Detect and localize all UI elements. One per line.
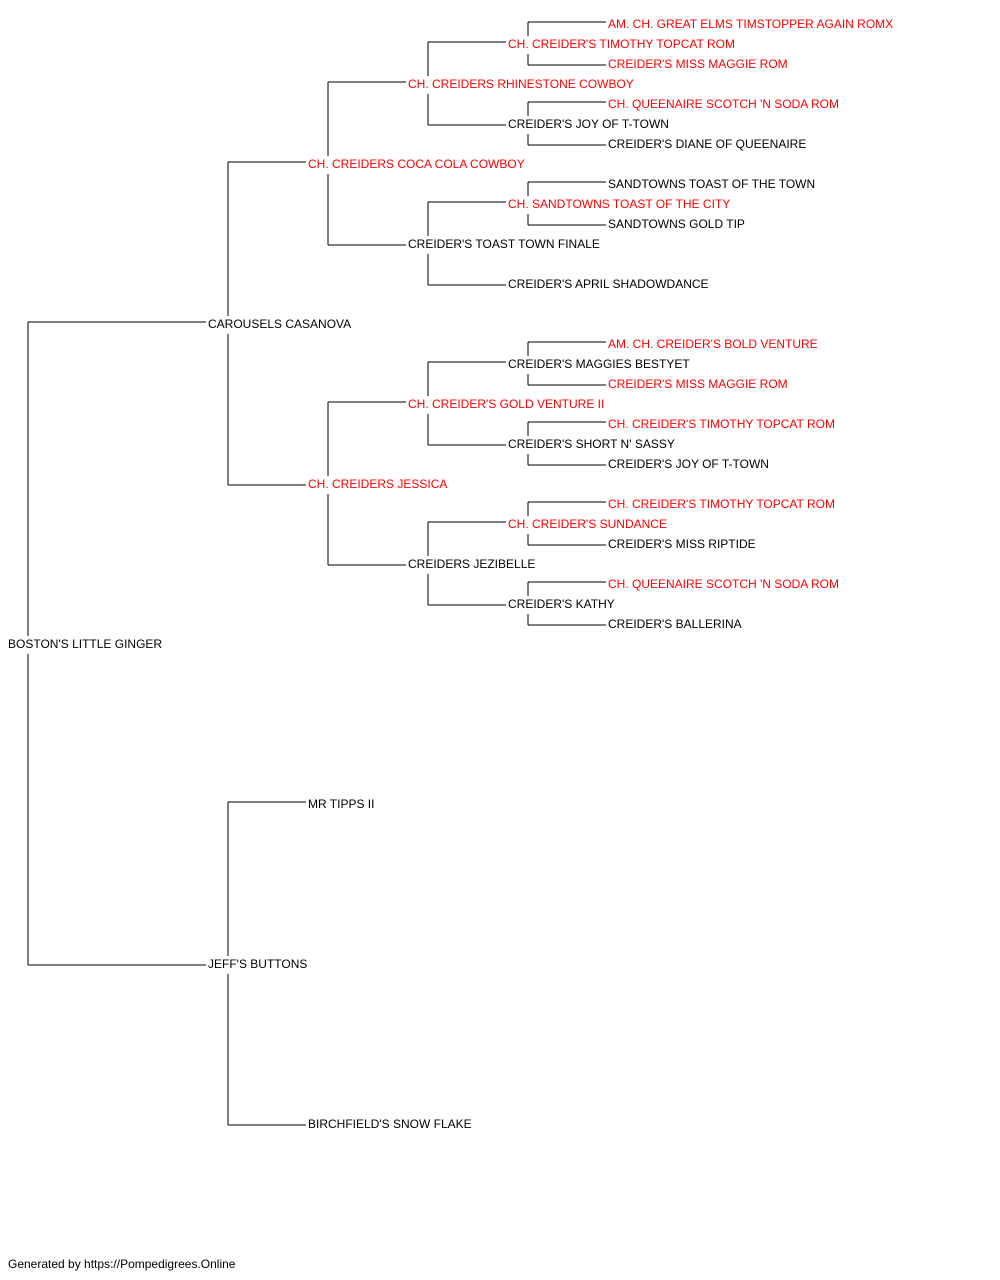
pedigree-entry: CREIDER'S MISS MAGGIE ROM (608, 57, 788, 71)
pedigree-entry: CH. CREIDER'S GOLD VENTURE II (408, 397, 605, 411)
pedigree-entry: CREIDER'S MAGGIES BESTYET (508, 357, 690, 371)
pedigree-entry: CREIDER'S JOY OF T-TOWN (608, 457, 769, 471)
pedigree-entry: CH. CREIDER'S TIMOTHY TOPCAT ROM (608, 417, 835, 431)
pedigree-entry: CH. SANDTOWNS TOAST OF THE CITY (508, 197, 731, 211)
pedigree-entry: SANDTOWNS GOLD TIP (608, 217, 745, 231)
pedigree-entry: CAROUSELS CASANOVA (208, 317, 352, 331)
pedigree-entry: AM. CH. CREIDER'S BOLD VENTURE (608, 337, 818, 351)
pedigree-entry: CREIDERS JEZIBELLE (408, 557, 536, 571)
pedigree-entry: CREIDER'S MISS MAGGIE ROM (608, 377, 788, 391)
pedigree-entry: CREIDER'S JOY OF T-TOWN (508, 117, 669, 131)
pedigree-entry: CREIDER'S KATHY (508, 597, 615, 611)
pedigree-entry: CH. CREIDER'S TIMOTHY TOPCAT ROM (508, 37, 735, 51)
pedigree-entry: CREIDER'S BALLERINA (608, 617, 742, 631)
pedigree-entry: SANDTOWNS TOAST OF THE TOWN (608, 177, 816, 191)
pedigree-entry: BOSTON'S LITTLE GINGER (8, 637, 163, 651)
pedigree-entry: BIRCHFIELD'S SNOW FLAKE (308, 1117, 472, 1131)
pedigree-entry: CH. CREIDERS COCA COLA COWBOY (308, 157, 525, 171)
pedigree-entry: CREIDER'S MISS RIPTIDE (608, 537, 756, 551)
pedigree-entry: CREIDER'S APRIL SHADOWDANCE (508, 277, 709, 291)
pedigree-entry: AM. CH. GREAT ELMS TIMSTOPPER AGAIN ROMX (608, 17, 894, 31)
pedigree-entry: JEFF'S BUTTONS (208, 957, 308, 971)
pedigree-entry: CREIDER'S DIANE OF QUEENAIRE (608, 137, 807, 151)
pedigree-entry: CREIDER'S TOAST TOWN FINALE (408, 237, 600, 251)
pedigree-entry: CH. QUEENAIRE SCOTCH 'N SODA ROM (608, 97, 839, 111)
pedigree-entry: CH. CREIDER'S SUNDANCE (508, 517, 667, 531)
footer-credit: Generated by https://Pompedigrees.Online (8, 1257, 236, 1271)
pedigree-entry: CH. QUEENAIRE SCOTCH 'N SODA ROM (608, 577, 839, 591)
pedigree-entry: CH. CREIDERS RHINESTONE COWBOY (408, 77, 634, 91)
pedigree-entry: CREIDER'S SHORT N' SASSY (508, 437, 675, 451)
pedigree-entry: MR TIPPS II (308, 797, 375, 811)
pedigree-entry: CH. CREIDER'S TIMOTHY TOPCAT ROM (608, 497, 835, 511)
pedigree-entry: CH. CREIDERS JESSICA (308, 477, 448, 491)
